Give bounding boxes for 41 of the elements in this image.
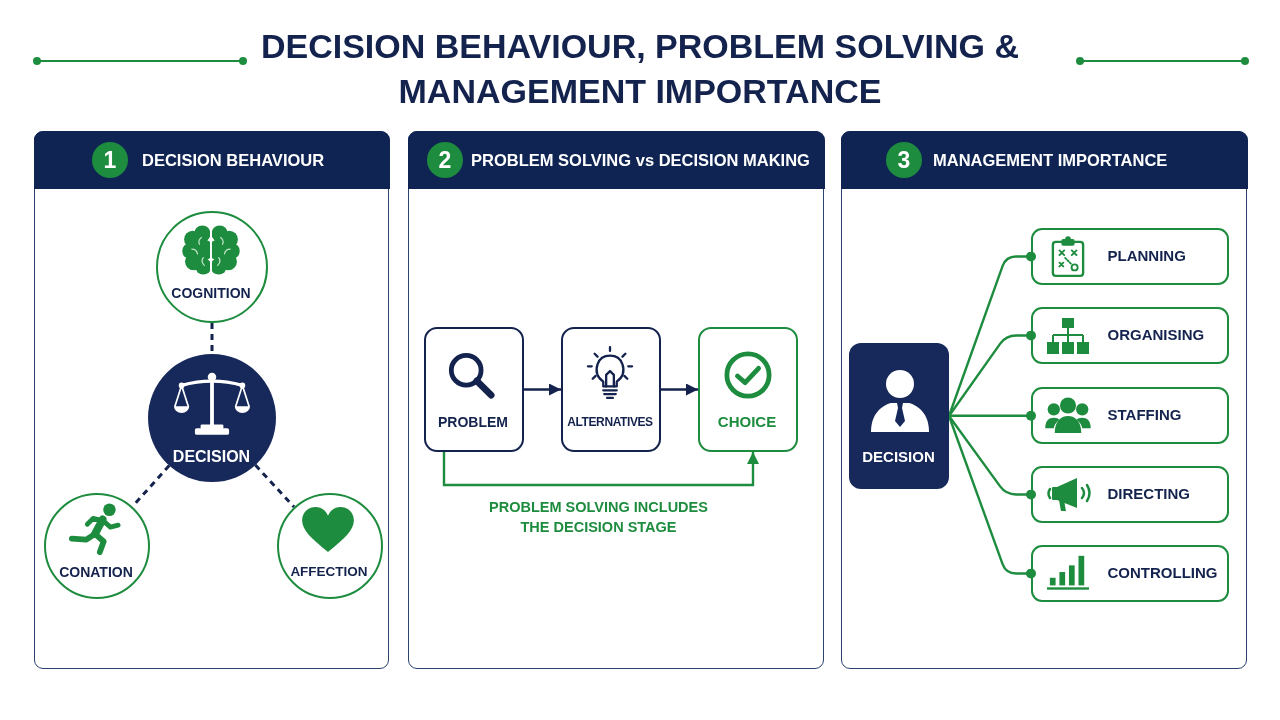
function-label: DIRECTING bbox=[1107, 485, 1190, 503]
step-label: PROBLEM bbox=[438, 413, 508, 431]
dashed-line bbox=[254, 464, 296, 509]
panel-heading: MANAGEMENT IMPORTANCE bbox=[933, 149, 1168, 171]
function-label: PLANNING bbox=[1107, 247, 1186, 265]
function-box bbox=[1030, 465, 1229, 523]
panel-heading: DECISION BEHAVIOUR bbox=[142, 149, 325, 171]
step-label: ALTERNATIVES bbox=[567, 415, 653, 429]
function-box bbox=[1030, 227, 1229, 285]
function-box bbox=[1030, 306, 1229, 364]
concept-label: AFFECTION bbox=[290, 564, 368, 580]
concept-label: CONATION bbox=[59, 563, 133, 581]
arrow bbox=[524, 383, 561, 396]
function-label: ORGANISING bbox=[1107, 326, 1205, 344]
arrow bbox=[661, 383, 698, 396]
step-box bbox=[423, 326, 524, 452]
step-number: 1 bbox=[92, 141, 128, 178]
concept-label: DECISION bbox=[862, 447, 935, 466]
panel bbox=[34, 131, 389, 669]
step-box bbox=[697, 326, 798, 452]
decision-box bbox=[848, 342, 949, 489]
panel bbox=[408, 131, 824, 669]
edge-label: PROBLEM SOLVING INCLUDES THE DECISION STAGE bbox=[488, 498, 709, 537]
function-label: CONTROLLING bbox=[1107, 564, 1218, 582]
step-number: 3 bbox=[886, 141, 922, 178]
panel bbox=[841, 131, 1247, 669]
function-label: STAFFING bbox=[1107, 406, 1182, 424]
connector-line bbox=[948, 415, 1036, 500]
dashed-line bbox=[210, 323, 214, 354]
diagram-title: DECISION BEHAVIOUR, PROBLEM SOLVING & MANAGEMENT IMPORTANCE bbox=[259, 26, 1021, 112]
bracket-arrow bbox=[442, 452, 759, 487]
connector-line bbox=[948, 330, 1036, 417]
step-box bbox=[560, 326, 661, 452]
step-number: 2 bbox=[427, 141, 463, 178]
panel-heading: PROBLEM SOLVING vs DECISION MAKING bbox=[471, 149, 810, 171]
concept-label: COGNITION bbox=[171, 284, 251, 302]
step-label: CHOICE bbox=[717, 413, 777, 431]
function-box bbox=[1030, 386, 1229, 444]
concept-label: DECISION bbox=[172, 447, 251, 466]
function-box bbox=[1030, 544, 1229, 602]
connector-line bbox=[949, 410, 1036, 421]
